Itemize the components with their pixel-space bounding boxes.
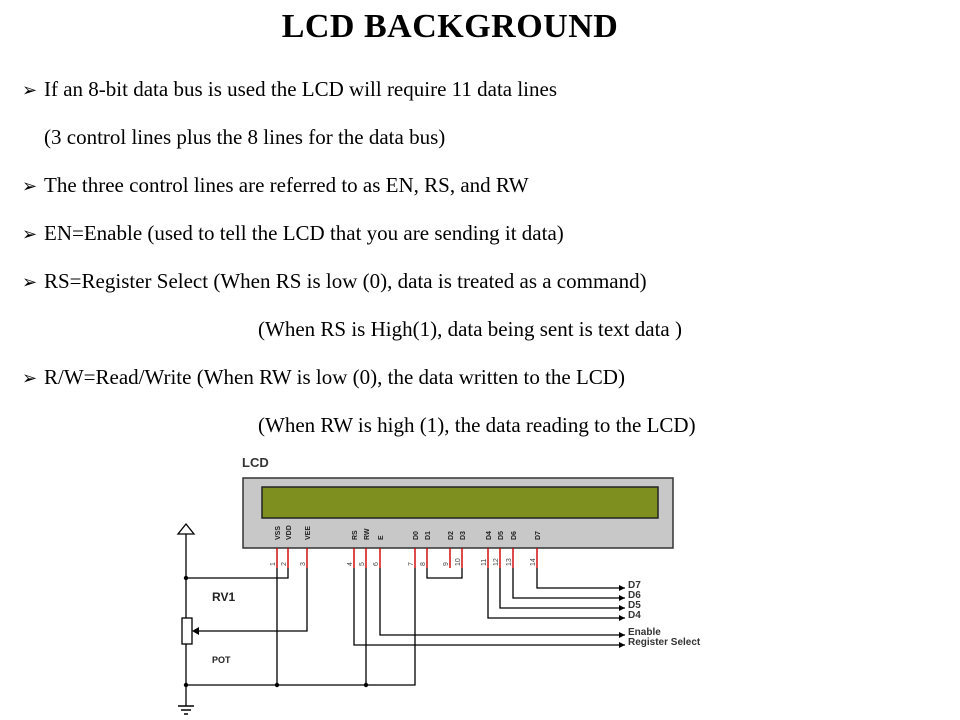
page-title: LCD BACKGROUND: [281, 8, 619, 45]
pin-number-label: 3: [300, 562, 307, 566]
pin-number-label: 8: [420, 562, 427, 566]
wire: [536, 568, 625, 589]
pin-name-label: D7: [535, 531, 542, 540]
bullet-text: The three control lines are referred to …: [44, 173, 529, 197]
continuation-line: (When RW is high (1), the data reading t…: [258, 412, 696, 438]
signal-label-d6: D6: [628, 590, 641, 601]
pin-number-label: 11: [481, 559, 488, 566]
signal-arrow-icon: [619, 632, 625, 638]
bullet-line: ➢ RS=Register Select (When RS is low (0),…: [22, 268, 647, 296]
pin-name-label: D5: [498, 531, 505, 540]
pin-name-label: D6: [511, 531, 518, 540]
bullet-line: ➢ If an 8-bit data bus is used the LCD wi…: [22, 76, 557, 104]
pin-name-label: E: [378, 535, 385, 540]
pin-number-label: 6: [373, 562, 380, 566]
bullet-arrow-icon: ➢: [22, 272, 38, 293]
signal-labels: D7 D6 D5 D4 Enable Register Select: [628, 580, 701, 648]
lcd-screen: [261, 486, 659, 519]
pin-name-label: VEE: [305, 526, 312, 540]
continuation-text: (When RS is High(1), data being sent is …: [258, 317, 682, 341]
wiper-arrow-icon: [192, 627, 199, 635]
signal-arrow-icon: [619, 615, 625, 621]
power-arrow-icon: [176, 522, 196, 535]
wire: [353, 568, 625, 646]
continuation-line: (When RS is High(1), data being sent is …: [258, 316, 682, 342]
signal-label-d7: D7: [628, 580, 641, 591]
signal-label-enable: Enable: [628, 627, 661, 638]
pot-value: POT: [212, 655, 231, 665]
bullet-arrow-icon: ➢: [22, 224, 38, 245]
signal-arrow-icon: [619, 642, 625, 648]
bullet-text: EN=Enable (used to tell the LCD that you…: [44, 221, 564, 245]
signal-label-d5: D5: [628, 600, 641, 611]
signal-label-register-select: Register Select: [628, 637, 701, 648]
signal-arrow-icon: [619, 595, 625, 601]
pin-name-label: D1: [425, 531, 432, 540]
junction-dot: [183, 682, 189, 688]
lcd-label: LCD: [242, 455, 269, 470]
pin-number-label: 5: [359, 562, 366, 566]
pin-name-label: VDD: [286, 525, 293, 540]
wire: [379, 568, 625, 636]
continuation-text: (When RW is high (1), the data reading t…: [258, 413, 696, 437]
signal-label-d4: D4: [628, 610, 641, 621]
bullet-arrow-icon: ➢: [22, 176, 38, 197]
wire: [186, 568, 278, 686]
pin-number-label: 2: [281, 562, 288, 566]
bullet-text: If an 8-bit data bus is used the LCD wil…: [44, 77, 558, 101]
pin-number-label: 7: [408, 562, 415, 566]
lcd-pins: VSS 1 VDD 2 VEE 3 RS 4 RW 5 E 6 D0 7 D1 8 D2 9 D3 10 D4 11 D5 1…: [270, 525, 542, 568]
continuation-text: (3 control lines plus the 8 lines for th…: [44, 125, 446, 149]
pin-number-label: 4: [347, 562, 354, 566]
bullet-text: RS=Register Select (When RS is low (0), …: [44, 269, 647, 293]
junction-dot: [274, 682, 280, 688]
pot-reference: RV1: [212, 590, 235, 604]
pin-name-label: RW: [364, 528, 371, 540]
pin-name-label: RS: [352, 530, 359, 540]
pin-number-label: 9: [443, 562, 450, 566]
junction-dot: [183, 575, 189, 581]
circuit-wires: [183, 534, 625, 706]
pin-name-label: D2: [448, 531, 455, 540]
continuation-line: (3 control lines plus the 8 lines for th…: [44, 124, 445, 150]
bullet-arrow-icon: ➢: [22, 368, 38, 389]
pin-name-label: D4: [486, 531, 493, 540]
wire: [487, 568, 625, 619]
wire: [277, 568, 416, 686]
wire: [199, 568, 308, 632]
wire: [186, 568, 289, 579]
lcd-schematic: LCD VSS1VDD2VEE3RS4RW5E6D07D18D29D310D41…: [176, 455, 701, 715]
pin-number-label: 10: [455, 558, 462, 566]
bullet-text: R/W=Read/Write (When RW is low (0), the …: [44, 365, 625, 389]
bullet-line: ➢ The three control lines are referred to…: [22, 172, 529, 200]
bullet-line: ➢ EN=Enable (used to tell the LCD that yo…: [22, 220, 564, 248]
ground-icon: [178, 705, 194, 715]
pin-number-label: 13: [506, 558, 513, 566]
signal-arrow-icon: [619, 585, 625, 591]
pin-name-label: D3: [460, 531, 467, 540]
wire: [426, 568, 463, 579]
pin-number-label: 1: [270, 562, 277, 566]
signal-arrow-icon: [619, 605, 625, 611]
pin-name-label: D0: [413, 531, 420, 540]
potentiometer: [181, 617, 193, 645]
pin-name-label: VSS: [275, 526, 282, 540]
junction-dot: [363, 682, 369, 688]
bullet-arrow-icon: ➢: [22, 80, 38, 101]
wire: [499, 568, 625, 609]
pin-number-label: 14: [530, 558, 537, 566]
wire: [512, 568, 625, 599]
bullet-line: ➢ R/W=Read/Write (When RW is low (0), the…: [22, 364, 625, 392]
pin-number-label: 12: [493, 558, 500, 566]
